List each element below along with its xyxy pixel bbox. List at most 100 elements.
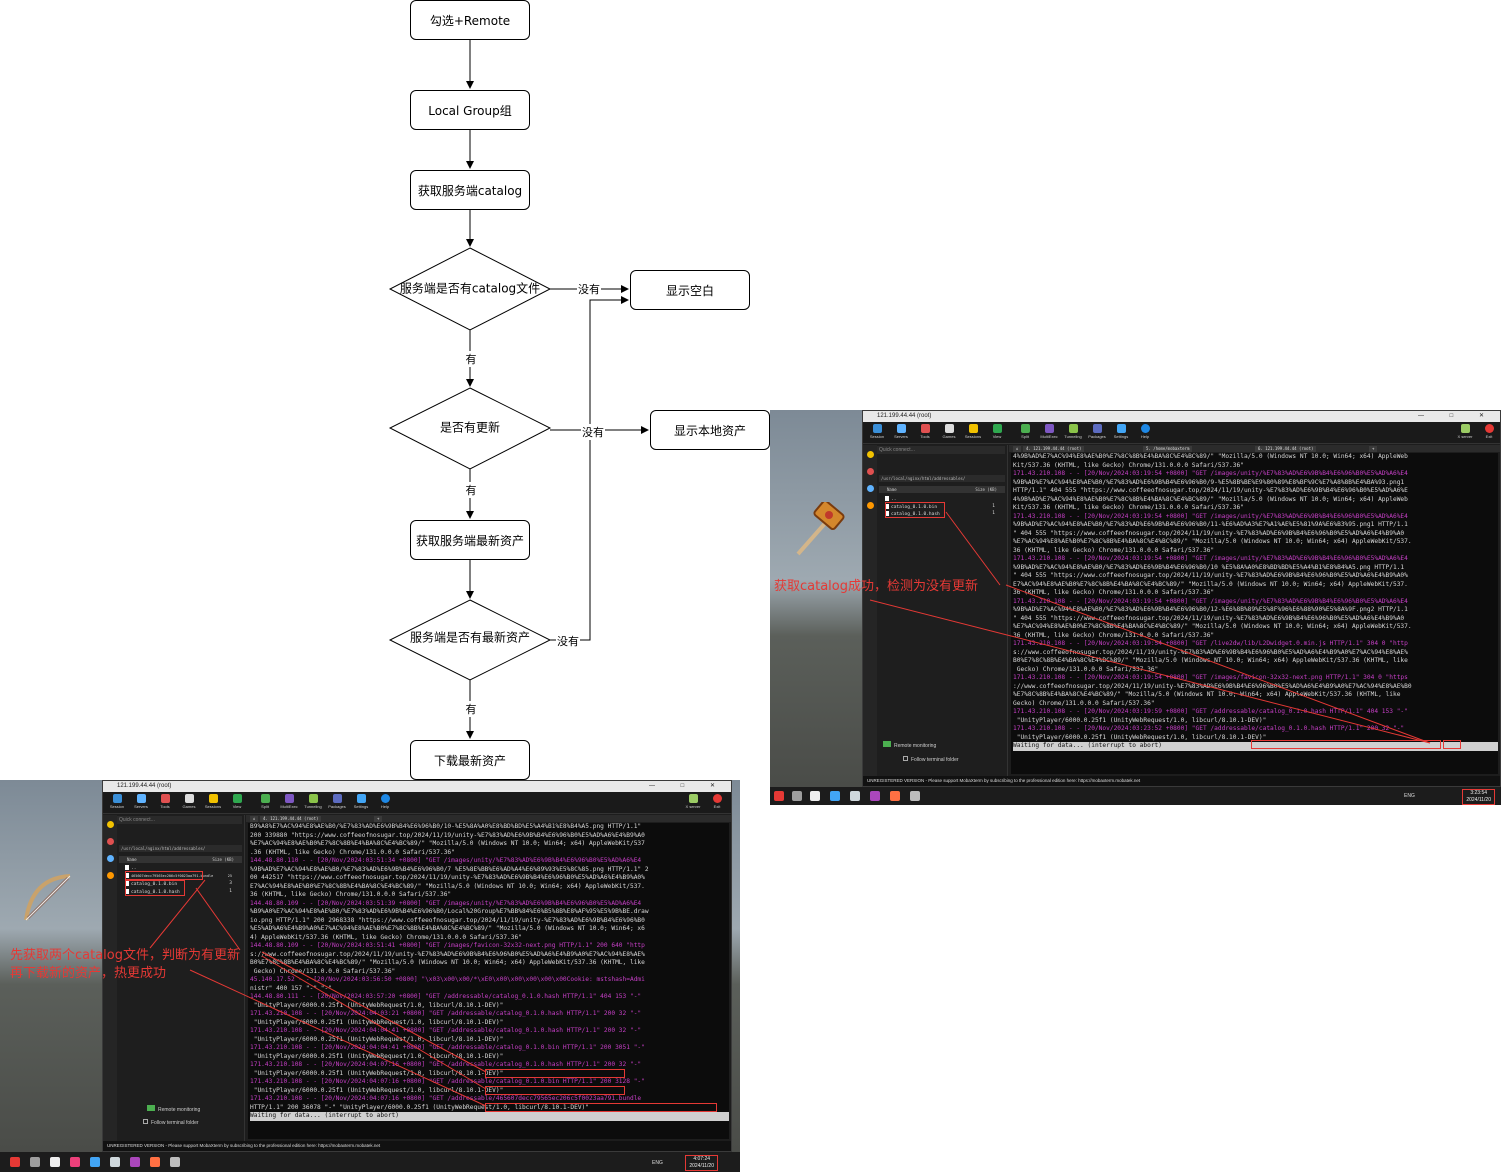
- follow-terminal-folder-checkbox[interactable]: Follow terminal folder: [903, 756, 959, 763]
- input-language[interactable]: ENG: [1404, 793, 1415, 799]
- tb-help-button[interactable]: Help: [1133, 424, 1157, 444]
- tab-session-5[interactable]: 5. /home/mobaxterm: [1143, 446, 1193, 452]
- taskbar-app-icon[interactable]: [130, 1157, 140, 1167]
- tab-add-button[interactable]: +: [1369, 446, 1378, 452]
- remote-monitoring-button[interactable]: Remote monitoring: [147, 1105, 200, 1113]
- terminal-line: %9B%AD%E7%AC%94%E8%AE%B0/%E7%83%AD%E6%9B…: [1013, 606, 1408, 613]
- tb-multiexec-button[interactable]: MultiExec: [277, 794, 301, 814]
- taskbar-app-icon[interactable]: [830, 791, 840, 801]
- games-icon: [944, 424, 954, 433]
- tb-view-button[interactable]: View: [225, 794, 249, 814]
- session-dot-icon[interactable]: [866, 502, 874, 509]
- tb-packages-button[interactable]: Packages: [325, 794, 349, 814]
- terminal-line: " 404 555 "https://www.coffeeofnosugar.t…: [1013, 529, 1405, 537]
- taskbar-app-icon[interactable]: [774, 791, 784, 801]
- tab-add-button[interactable]: +: [374, 816, 383, 822]
- terminal-line: 36 (KHTML, like Gecko) Chrome/131.0.0.0 …: [1013, 546, 1215, 554]
- star-icon[interactable]: [106, 821, 114, 828]
- taskbar-app-icon[interactable]: [792, 791, 802, 801]
- tb-games-button[interactable]: Games: [177, 794, 201, 814]
- taskbar-app-icon[interactable]: [870, 791, 880, 801]
- terminal-line: nistr" 400 157 "-" "-": [250, 984, 332, 992]
- xserver-icon: [688, 794, 698, 803]
- tb-tunneling-button[interactable]: Tunneling: [301, 794, 325, 814]
- taskbar-app-icon[interactable]: [910, 791, 920, 801]
- send-icon[interactable]: [866, 485, 874, 492]
- taskbar-app-icon[interactable]: [10, 1157, 20, 1167]
- tb-multiexec-button[interactable]: MultiExec: [1037, 424, 1061, 444]
- tools-icon[interactable]: [106, 838, 114, 845]
- tb-help-button[interactable]: Help: [373, 794, 397, 814]
- terminal-line: ://www.coffeeofnosugar.top/2024/11/19/un…: [1013, 682, 1412, 690]
- tb-tunneling-button[interactable]: Tunneling: [1061, 424, 1085, 444]
- tb-session-button[interactable]: Session: [105, 794, 129, 814]
- tab-home[interactable]: ⌂: [1013, 446, 1022, 452]
- sftp-path-field[interactable]: /usr/local/nginx/html/addressables/: [119, 845, 242, 852]
- tb-tools-button[interactable]: Tools: [913, 424, 937, 444]
- tools-icon[interactable]: [866, 468, 874, 475]
- tb-session-button[interactable]: Session: [865, 424, 889, 444]
- terminal-line: %E7%AC%94%E8%AE%B0%E7%8C%8B%E4%BA%8C%E4%…: [250, 840, 645, 847]
- main-toolbar: Session Servers Tools Games Sessions Vie…: [103, 792, 731, 814]
- quick-connect-input[interactable]: Quick connect...: [117, 816, 242, 824]
- tb-tools-button[interactable]: Tools: [153, 794, 177, 814]
- sftp-path-field[interactable]: /usr/local/nginx/html/addressables/: [879, 475, 1005, 482]
- tb-packages-button[interactable]: Packages: [1085, 424, 1109, 444]
- send-icon[interactable]: [106, 855, 114, 862]
- terminal-line: "UnityPlayer/6000.0.25f1 (UnityWebReques…: [250, 1001, 504, 1009]
- decision-has-update-label: 是否有更新: [439, 420, 501, 435]
- taskbar-app-icon[interactable]: [110, 1157, 120, 1167]
- tab-session-6[interactable]: 6. 121.199.44.44 (root): [1255, 446, 1317, 452]
- star-icon[interactable]: [866, 451, 874, 458]
- tb-xserver-button[interactable]: X server: [681, 794, 705, 814]
- taskbar-app-icon[interactable]: [150, 1157, 160, 1167]
- tb-split-button[interactable]: Split: [1013, 424, 1037, 444]
- terminal-line: 144.48.80.109 - - [20/Nov/2024:03:51:41 …: [250, 942, 645, 949]
- session-dot-icon[interactable]: [106, 872, 114, 879]
- tb-xserver-button[interactable]: X server: [1453, 424, 1477, 444]
- tb-sessions-button[interactable]: Sessions: [201, 794, 225, 814]
- tb-servers-button[interactable]: Servers: [889, 424, 913, 444]
- tab-home[interactable]: ⌂: [250, 816, 259, 822]
- tb-sessions-button[interactable]: Sessions: [961, 424, 985, 444]
- tb-view-button[interactable]: View: [985, 424, 1009, 444]
- node-get-latest: 获取服务端最新资产: [410, 520, 530, 560]
- file-row[interactable]: ..: [885, 496, 1005, 502]
- taskbar-app-icon[interactable]: [810, 791, 820, 801]
- terminal-line: Kit/537.36 (KHTML, like Gecko) Chrome/13…: [1013, 504, 1244, 511]
- taskbar-app-icon[interactable]: [90, 1157, 100, 1167]
- node-show-local: 显示本地资产: [650, 410, 770, 450]
- tb-settings-button[interactable]: Settings: [1109, 424, 1133, 444]
- tb-settings-button[interactable]: Settings: [349, 794, 373, 814]
- window-controls[interactable]: — □ ✕: [1418, 413, 1496, 419]
- remote-monitoring-button[interactable]: Remote monitoring: [883, 741, 936, 749]
- tb-exit-button[interactable]: Exit: [1477, 424, 1500, 444]
- split-icon: [260, 794, 270, 803]
- input-language[interactable]: ENG: [652, 1160, 663, 1166]
- window-controls[interactable]: — □ ✕: [649, 783, 727, 789]
- terminal-line: E7%AC%94%E8%AE%B0%E7%8C%8B%E4%BA%8C%E4%B…: [1013, 580, 1408, 588]
- taskbar-app-icon[interactable]: [170, 1157, 180, 1167]
- edge-label-yes-1: 有: [464, 351, 478, 367]
- annotation-update-line-1: 先获取两个catalog文件，判断为有更新: [10, 948, 240, 963]
- tb-split-button[interactable]: Split: [253, 794, 277, 814]
- tb-servers-button[interactable]: Servers: [129, 794, 153, 814]
- tab-session-4[interactable]: 4. 121.199.44.44 (root): [260, 816, 322, 822]
- taskbar-app-icon[interactable]: [30, 1157, 40, 1167]
- terminal-output[interactable]: 4%9B%AD%E7%AC%94%E8%AE%B0%E7%8C%8B%E4%BA…: [1011, 453, 1498, 774]
- follow-terminal-folder-checkbox[interactable]: Follow terminal folder: [143, 1119, 199, 1126]
- tab-session-4[interactable]: 4. 121.199.44.44 (root): [1023, 446, 1085, 452]
- tb-games-button[interactable]: Games: [937, 424, 961, 444]
- taskbar-app-icon[interactable]: [890, 791, 900, 801]
- terminal-line: 4) AppleWebKit/537.36 (KHTML, like Gecko…: [250, 933, 522, 941]
- tb-exit-button[interactable]: Exit: [705, 794, 729, 814]
- taskbar-app-icon[interactable]: [50, 1157, 60, 1167]
- taskbar-app-icon[interactable]: [850, 791, 860, 801]
- file-row[interactable]: ..: [125, 865, 242, 871]
- taskbar-app-icon[interactable]: [70, 1157, 80, 1167]
- quick-connect-input[interactable]: Quick connect...: [877, 446, 1005, 454]
